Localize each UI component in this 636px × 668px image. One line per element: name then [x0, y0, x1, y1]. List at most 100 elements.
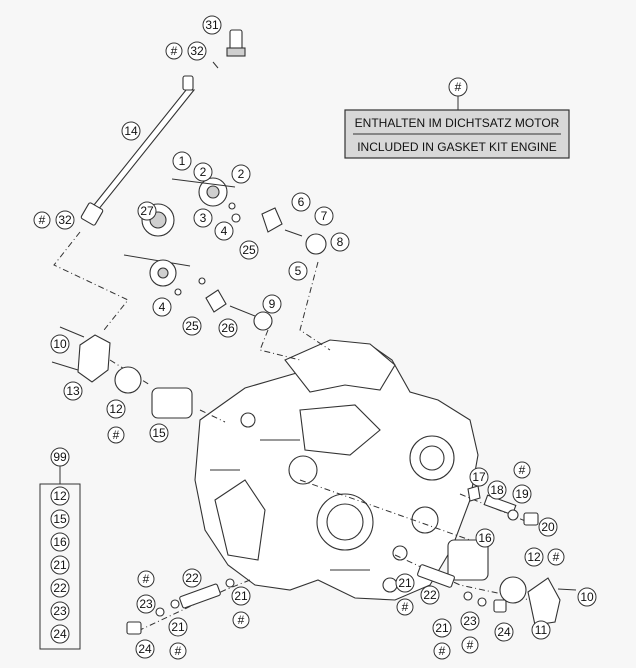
callout-circle — [169, 642, 187, 660]
callout-c32a_hash: # — [165, 42, 183, 60]
callout-circle — [288, 261, 308, 281]
callout-number: 16 — [478, 531, 492, 545]
callout-number: 31 — [205, 18, 219, 32]
callout-number: 14 — [124, 124, 138, 138]
callout-c6: 6 — [291, 192, 311, 212]
callout-number: # — [171, 44, 178, 58]
callout-c23a_hash: # — [461, 636, 479, 654]
callout-number: 17 — [472, 470, 486, 484]
kit-list-item: 15 — [50, 509, 70, 529]
callout-number: 2 — [238, 167, 245, 181]
callout-c14: 14 — [121, 121, 141, 141]
callout-c23b_hash: # — [137, 570, 155, 588]
callout-number: 21 — [435, 621, 449, 635]
callout-circle — [182, 316, 202, 336]
callout-circle — [531, 620, 551, 640]
callout-circle — [152, 297, 172, 317]
callout-circle — [137, 570, 155, 588]
oil-pump-upper — [141, 177, 327, 255]
callout-c21d_hash: # — [169, 642, 187, 660]
callout-c27: 27 — [137, 201, 157, 221]
callout-circle — [291, 192, 311, 212]
gasket-kit-legend: # ENTHALTEN IM DICHTSATZ MOTOR INCLUDED … — [344, 77, 570, 159]
sensor-and-pipe — [80, 29, 246, 226]
callout-c21c: 21 — [231, 586, 251, 606]
callout-c19: 19 — [512, 484, 532, 504]
callout-c2a: 2 — [193, 162, 213, 182]
callout-number: 1 — [179, 154, 186, 168]
callout-circle — [218, 318, 238, 338]
callout-circle — [524, 547, 544, 567]
callout-number: 21 — [234, 589, 248, 603]
callout-number: 26 — [221, 321, 235, 335]
callout-number: 19 — [515, 487, 529, 501]
callout-circle — [239, 240, 259, 260]
callout-c15a: 15 — [149, 423, 169, 443]
callout-c21a: 21 — [395, 573, 415, 593]
callout-number: 21 — [398, 576, 412, 590]
kit-list-99 — [39, 466, 81, 650]
callout-circle — [420, 585, 440, 605]
callout-c12b: 12 — [524, 547, 544, 567]
callout-number: 24 — [497, 625, 511, 639]
kit-list-header: 99 — [50, 447, 70, 467]
callout-c12a: 12 — [106, 399, 126, 419]
callout-c12a_hash: # — [107, 426, 125, 444]
callout-circle — [182, 568, 202, 588]
kit-list-item: 22 — [50, 578, 70, 598]
callout-circle — [214, 221, 234, 241]
callout-circle — [461, 636, 479, 654]
callout-circle — [469, 467, 489, 487]
callout-c17: 17 — [469, 467, 489, 487]
callout-c21b: 21 — [432, 618, 452, 638]
callout-c12b_hash: # — [547, 548, 565, 566]
callout-circle — [107, 426, 125, 444]
callout-circle — [494, 622, 514, 642]
callout-number: 23 — [463, 614, 477, 628]
bottom-left-parts — [126, 578, 235, 635]
svg-text:22: 22 — [53, 581, 67, 595]
callout-c21d: 21 — [168, 617, 188, 637]
callout-circle — [231, 586, 251, 606]
callout-circle — [475, 528, 495, 548]
callout-number: # — [175, 644, 182, 658]
callout-c11: 11 — [531, 620, 551, 640]
callout-circle — [512, 484, 532, 504]
callout-number: # — [519, 463, 526, 477]
callout-c32a: 32 — [187, 41, 207, 61]
kit-label-de: ENTHALTEN IM DICHTSATZ MOTOR — [355, 116, 560, 130]
svg-text:21: 21 — [53, 558, 67, 572]
callout-number: 32 — [58, 213, 72, 227]
callout-c8: 8 — [330, 232, 350, 252]
callout-number: # — [439, 644, 446, 658]
kit-list-item: 12 — [50, 486, 70, 506]
callout-number: 12 — [527, 550, 541, 564]
callout-c22a: 22 — [420, 585, 440, 605]
svg-text:15: 15 — [53, 512, 67, 526]
callout-c10b: 10 — [577, 587, 597, 607]
callout-c18: 18 — [487, 480, 507, 500]
callout-number: 4 — [221, 224, 228, 238]
callout-number: 6 — [298, 195, 305, 209]
callout-c22b: 22 — [182, 568, 202, 588]
callout-number: 18 — [490, 483, 504, 497]
kit-list-item: 16 — [50, 532, 70, 552]
right-side-parts — [417, 485, 577, 626]
callout-circle — [33, 211, 51, 229]
callout-number: 10 — [580, 590, 594, 604]
callout-circle — [395, 573, 415, 593]
callout-number: # — [402, 600, 409, 614]
callout-c32b: 32 — [55, 210, 75, 230]
callout-c31: 31 — [202, 15, 222, 35]
callout-c5: 5 — [288, 261, 308, 281]
callout-c23a: 23 — [460, 611, 480, 631]
callout-circle — [538, 517, 558, 537]
callout-number: 27 — [140, 204, 154, 218]
callout-number: 22 — [423, 588, 437, 602]
callout-number: 5 — [295, 264, 302, 278]
callout-c4a: 4 — [214, 221, 234, 241]
callout-circle — [149, 423, 169, 443]
callout-c24b: 24 — [135, 639, 155, 659]
callout-number: # — [143, 572, 150, 586]
callout-number: 13 — [66, 384, 80, 398]
